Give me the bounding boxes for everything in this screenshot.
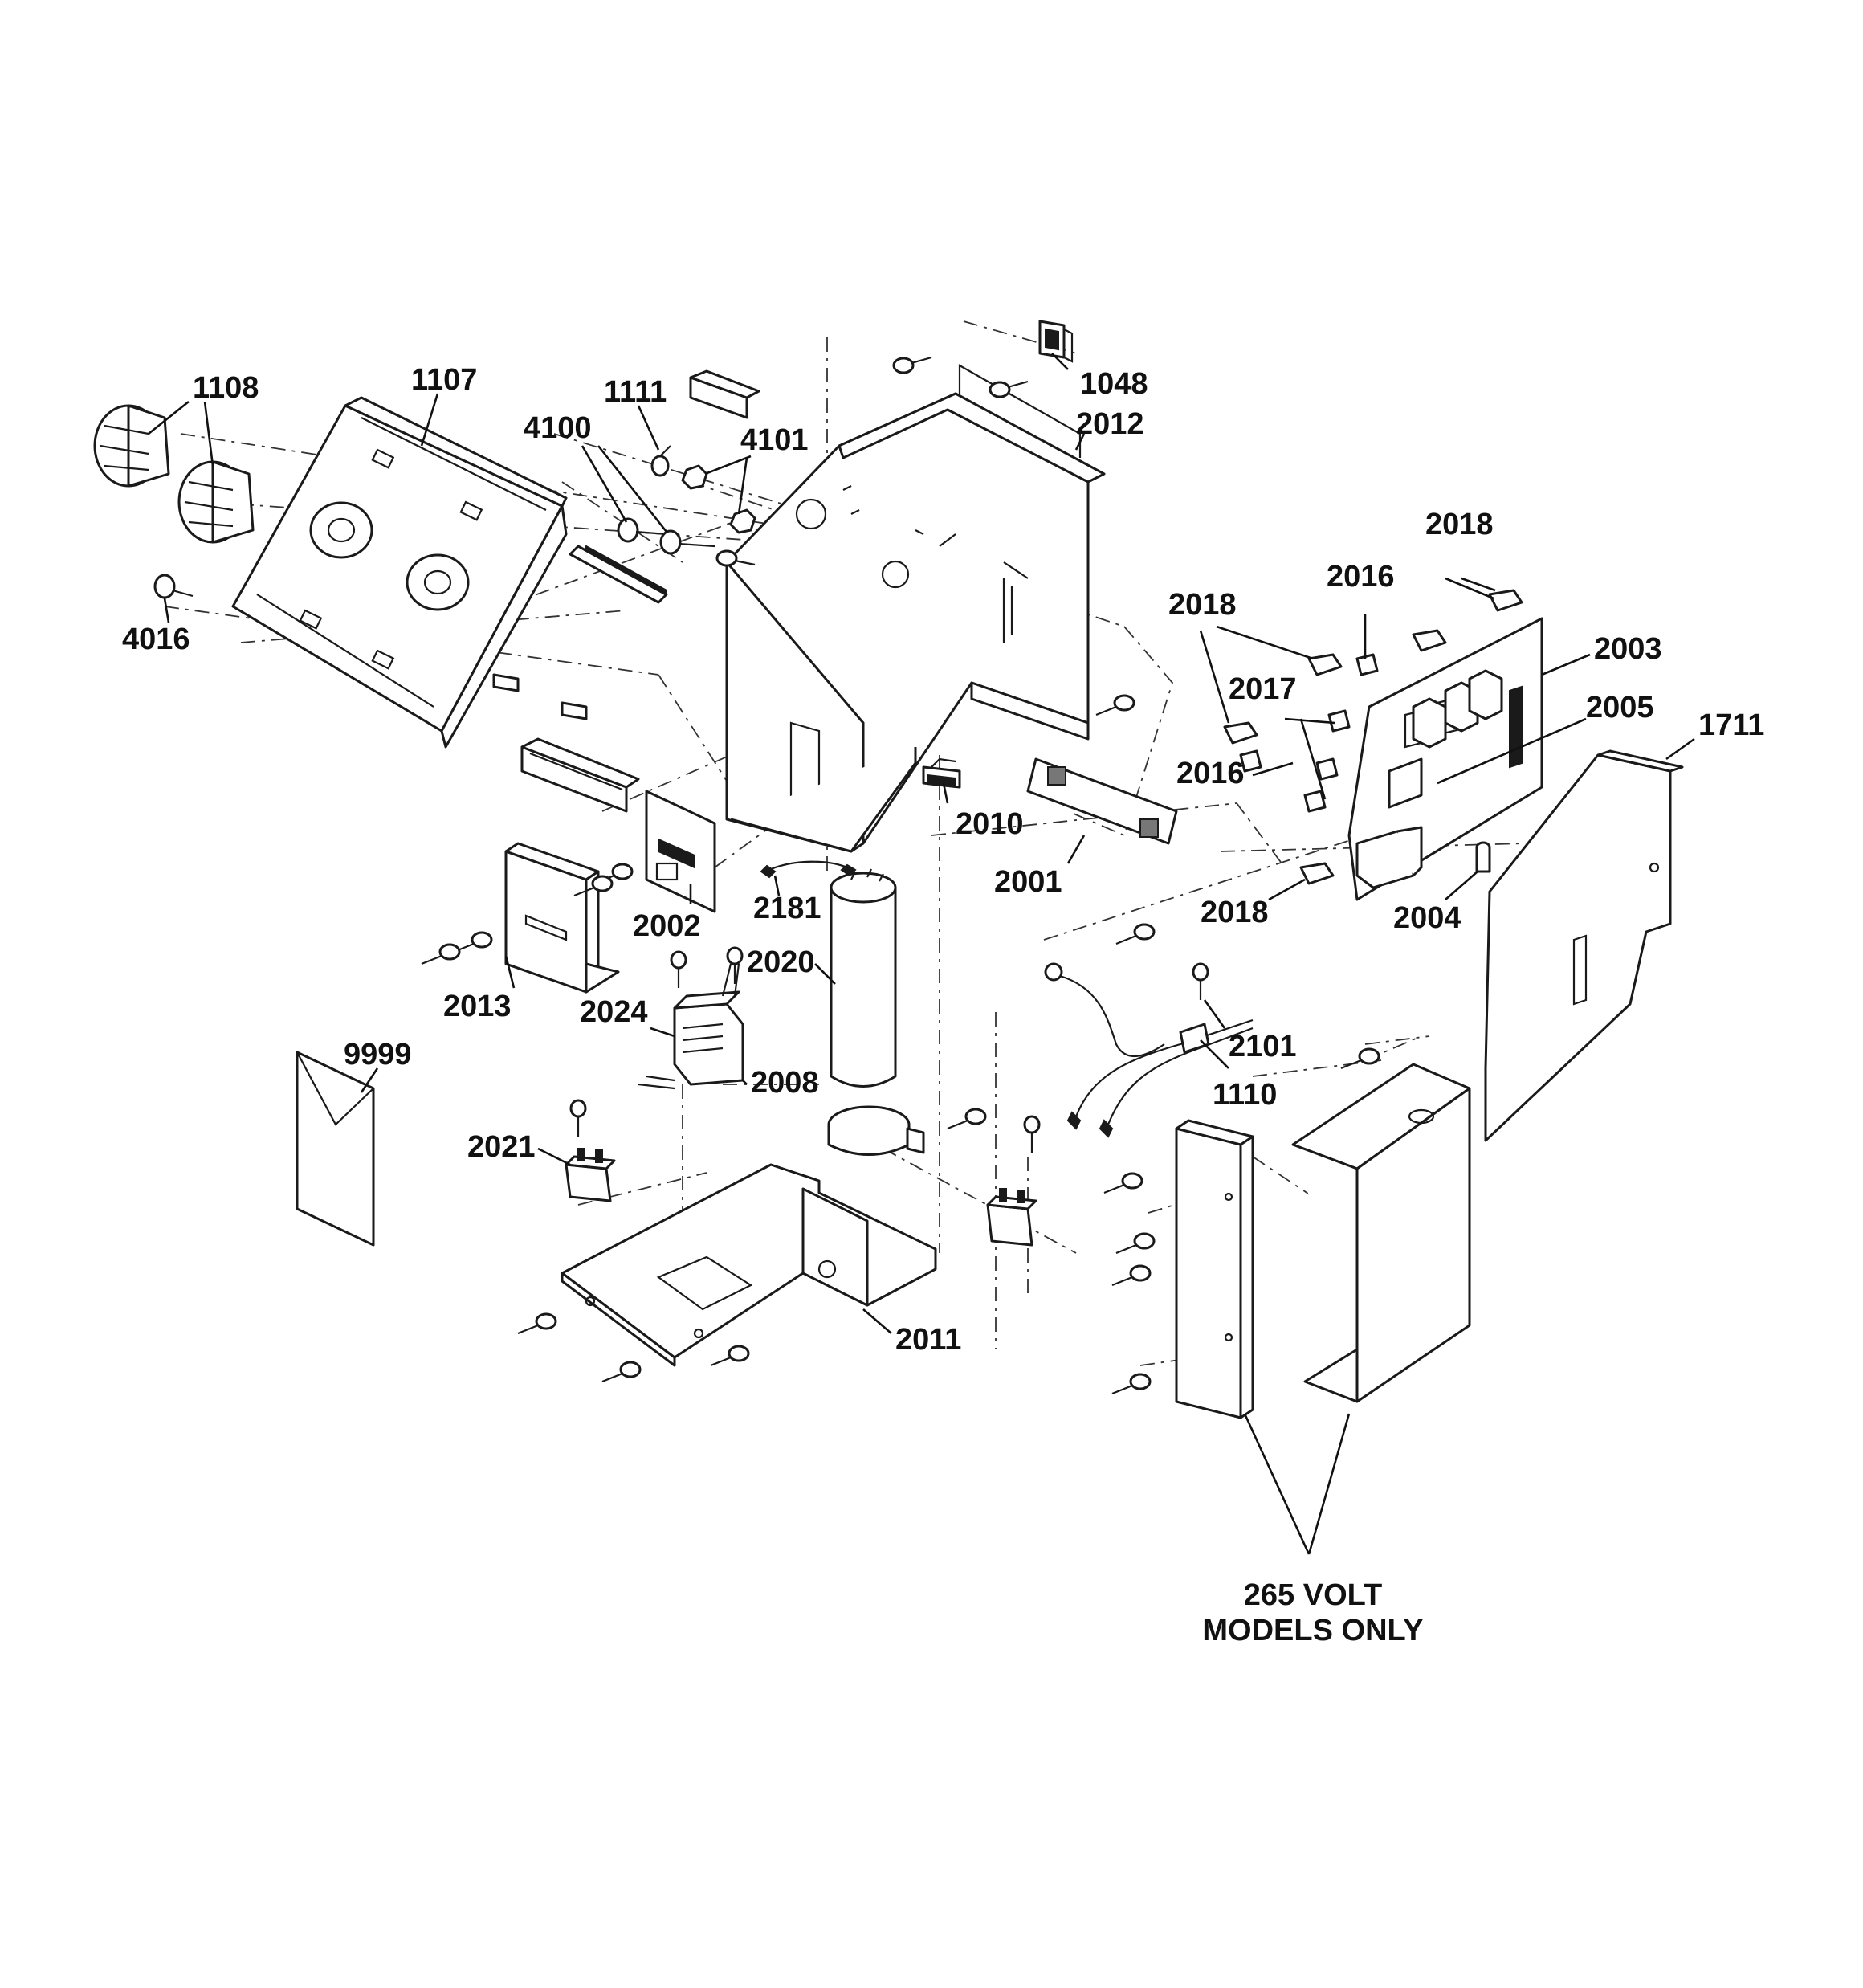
strap-2008 <box>827 1105 925 1156</box>
label-2018-top: 2018 <box>1425 508 1494 541</box>
label-2008: 2008 <box>751 1066 819 1100</box>
transformer-2024 <box>638 963 744 1090</box>
envelope-9999 <box>296 1051 375 1247</box>
wire-2181 <box>760 860 857 879</box>
board-2002 <box>645 790 716 913</box>
label-2003: 2003 <box>1594 632 1662 666</box>
label-2001: 2001 <box>994 865 1062 899</box>
note-line-2: MODELS ONLY <box>1202 1614 1423 1647</box>
small-tabs <box>492 673 588 720</box>
leader-lines <box>148 353 1695 1555</box>
cover-265v-front <box>1175 1119 1254 1419</box>
control-box-2012 <box>725 364 1106 853</box>
standoffs-2018 <box>1223 589 1523 885</box>
label-2024: 2024 <box>580 995 648 1029</box>
cover-265v-rear <box>1291 1063 1471 1403</box>
board-2003 <box>1347 617 1543 901</box>
clip-1111 <box>650 445 671 477</box>
label-2004: 2004 <box>1393 901 1461 935</box>
label-2011: 2011 <box>895 1323 961 1357</box>
label-2005: 2005 <box>1586 691 1654 725</box>
label-4016: 4016 <box>122 623 190 656</box>
bar-top <box>689 369 760 419</box>
note-line-1: 265 VOLT <box>1244 1578 1382 1612</box>
base-plate-2011 <box>561 1163 937 1367</box>
wire-harness-2101 <box>1044 962 1254 1138</box>
panel-2001 <box>1026 757 1178 845</box>
label-2017: 2017 <box>1229 672 1297 706</box>
label-2016-left: 2016 <box>1176 757 1245 790</box>
label-2002: 2002 <box>633 909 701 943</box>
cover-2013 <box>504 842 620 994</box>
knob-1108-upper <box>93 404 170 488</box>
label-4100: 4100 <box>524 411 592 445</box>
nuts-4101 <box>681 464 756 534</box>
label-1048: 1048 <box>1080 367 1148 401</box>
label-9999: 9999 <box>344 1038 412 1072</box>
note-265-volt: 265 VOLT MODELS ONLY <box>1202 1578 1423 1647</box>
screws-4100 <box>617 517 715 555</box>
relay-2021 <box>565 1148 616 1202</box>
knob-1108-lower <box>177 460 255 544</box>
bar-diagonal <box>569 545 668 604</box>
screw-4016 <box>153 574 194 599</box>
spacers-2016-2017 <box>1239 653 1379 813</box>
label-1110: 1110 <box>1213 1078 1277 1112</box>
screw-group <box>421 356 1380 1395</box>
label-2101: 2101 <box>1229 1030 1297 1063</box>
label-2021: 2021 <box>467 1130 536 1164</box>
label-2181: 2181 <box>753 892 821 925</box>
control-panel-1107 <box>231 396 568 749</box>
label-2018-bottom: 2018 <box>1201 896 1269 929</box>
label-2012: 2012 <box>1076 407 1144 441</box>
label-4101: 4101 <box>740 423 809 457</box>
label-2018-left: 2018 <box>1168 588 1237 622</box>
label-1711: 1711 <box>1698 708 1764 742</box>
label-2016-top: 2016 <box>1327 560 1395 594</box>
relay-2010 <box>922 757 961 789</box>
label-2020: 2020 <box>747 945 815 979</box>
side-panel-1711 <box>1484 749 1684 1142</box>
label-2013: 2013 <box>443 990 512 1023</box>
label-1107: 1107 <box>411 363 477 397</box>
bar-lower <box>520 737 640 813</box>
relay-right <box>986 1188 1037 1247</box>
capacitor-2020 <box>830 868 897 1088</box>
label-1111: 1111 <box>604 375 667 409</box>
part-labels: 1108 1107 1111 4100 4101 4016 1048 2012 … <box>122 363 1764 1357</box>
part-1048 <box>1038 320 1074 363</box>
label-2010: 2010 <box>956 807 1024 841</box>
label-1108: 1108 <box>193 371 259 405</box>
